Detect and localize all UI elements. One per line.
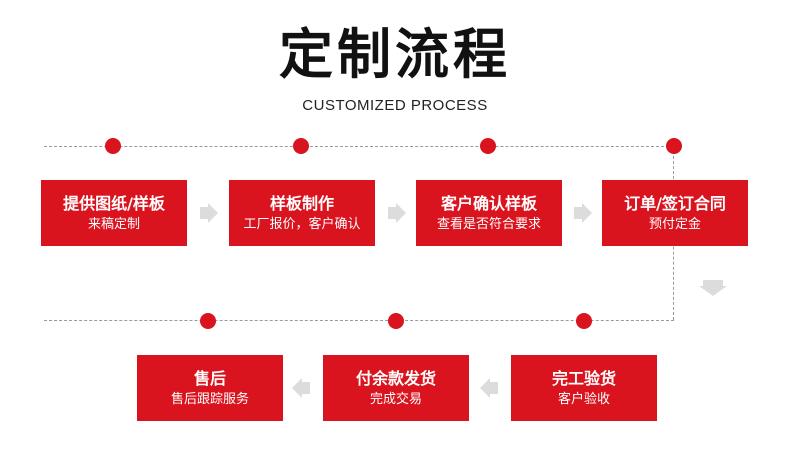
timeline-dot [388,313,404,329]
timeline-dot [576,313,592,329]
arrow-right-icon [574,203,592,223]
timeline-dot [105,138,121,154]
arrow-right-icon [200,203,218,223]
step-inspection: 完工验货 客户验收 [511,355,657,421]
step-title: 完工验货 [551,368,616,388]
page-title: 定制流程 [279,23,511,86]
arrow-left-icon [480,378,498,398]
timeline-dot [293,138,309,154]
page-subtitle: CUSTOMIZED PROCESS [302,97,488,114]
timeline-dot [200,313,216,329]
step-title: 订单/签订合同 [624,193,726,213]
timeline-dot [480,138,496,154]
step-title: 客户确认样板 [440,193,537,213]
step-title: 售后 [193,368,226,388]
step-title: 提供图纸/样板 [63,193,165,213]
arrow-down-icon [699,280,727,296]
step-sample-making: 样板制作 工厂报价，客户确认 [229,180,375,246]
step-after-sales: 售后 售后跟踪服务 [137,355,283,421]
step-subtitle: 工厂报价，客户确认 [243,216,361,232]
step-title: 付余款发货 [355,368,436,388]
step-subtitle: 来稿定制 [87,216,140,232]
step-subtitle: 售后跟踪服务 [170,391,249,407]
step-balance-shipping: 付余款发货 完成交易 [323,355,469,421]
step-subtitle: 查看是否符合要求 [436,216,541,232]
step-order-contract: 订单/签订合同 预付定金 [602,180,748,246]
step-subtitle: 客户验收 [557,391,610,407]
connector-line-top [44,146,674,147]
step-subtitle: 预付定金 [648,216,701,232]
timeline-dot [666,138,682,154]
arrow-right-icon [388,203,406,223]
step-title: 样板制作 [269,193,334,213]
connector-line-bottom [44,320,674,321]
step-subtitle: 完成交易 [369,391,422,407]
step-client-confirm: 客户确认样板 查看是否符合要求 [416,180,562,246]
arrow-left-icon [292,378,310,398]
step-provide-drawing: 提供图纸/样板 来稿定制 [41,180,187,246]
